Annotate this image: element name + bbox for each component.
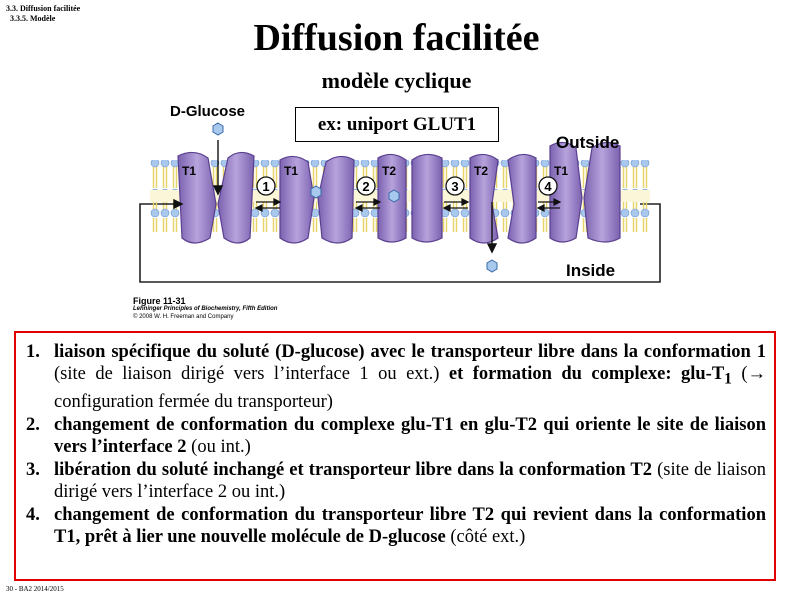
transport-diagram: 1 2 3 4 T1 T1 T2 T2 T1 D-Glucose Outside…: [139, 103, 661, 283]
transporter-2: [279, 155, 355, 244]
steps-frame: 1. liaison spécifique du soluté (D-glucos…: [14, 331, 776, 581]
glucose-outside-icon: [212, 122, 224, 136]
transporter-label-4: T2: [474, 164, 488, 178]
transporter-label-5: T1: [554, 164, 568, 178]
breadcrumb-section: 3.3. Diffusion facilitée: [6, 4, 81, 13]
step-text: (site de liaison dirigé vers l’interface…: [54, 459, 766, 502]
transporter-4: [469, 153, 537, 244]
figure-source: Lehninger Principles of Biochemistry, Fi…: [133, 306, 278, 312]
cycle-loop: [139, 203, 661, 283]
step-text: changement de conformation du complexe g…: [54, 414, 766, 457]
step-number: 3.: [26, 459, 40, 480]
step-text: changement de conformation du transporte…: [54, 504, 766, 547]
step-text: (site de liaison dirigé vers l’interface…: [54, 364, 449, 384]
step-item-1: 1. liaison spécifique du soluté (D-glucos…: [24, 341, 766, 413]
slide-footer: 30 - BA2 2014/2015: [6, 585, 64, 593]
step-text: liaison spécifique du soluté (D-glucose)…: [54, 342, 766, 362]
step-text: (ou int.): [186, 436, 251, 457]
step-3-marker: 3: [451, 179, 458, 194]
step-2-marker: 2: [362, 179, 369, 194]
page-title: Diffusion facilitée: [253, 17, 540, 59]
step-number: 1.: [26, 342, 40, 362]
transporter-label-1: T1: [182, 164, 196, 178]
step-text: 1: [724, 370, 732, 388]
steps-list: 1. liaison spécifique du soluté (D-glucos…: [16, 333, 774, 548]
glucose-label: D-Glucose: [170, 103, 245, 120]
step-text: (côté ext.): [445, 526, 526, 547]
inside-label: Inside: [566, 261, 615, 280]
transporter-label-3: T2: [382, 164, 396, 178]
glucose-bound-t2-icon: [388, 189, 400, 203]
breadcrumb-subsection: 3.3.5. Modèle: [10, 14, 56, 23]
transporter-3: [377, 153, 443, 243]
step-text: et formation du complexe: glu-T: [448, 364, 725, 384]
step-text: (→ configuration fermée du transporteur): [54, 364, 766, 412]
page-subtitle: modèle cyclique: [321, 68, 472, 93]
glucose-inside-icon: [486, 259, 498, 273]
step-item-4: 4. changement de conformation du transpor…: [24, 504, 766, 548]
glucose-bound-t1-icon: [310, 185, 322, 199]
step-4-marker: 4: [544, 179, 552, 194]
figure-copyright: © 2008 W. H. Freeman and Company: [133, 314, 234, 320]
transporter-label-2: T1: [284, 164, 298, 178]
step-number: 2.: [26, 414, 40, 435]
equilibrium-arrows: [254, 198, 562, 212]
transporter-5: [549, 141, 621, 243]
step-number: 4.: [26, 504, 40, 525]
transporter-1: [177, 151, 255, 244]
outside-label: Outside: [556, 133, 619, 152]
step-item-3: 3. libération du soluté inchangé et trans…: [24, 459, 766, 503]
step-text: libération du soluté inchangé et transpo…: [54, 459, 652, 480]
example-box: ex: uniport GLUT1: [295, 107, 499, 142]
figure-number: Figure 11-31: [133, 296, 186, 306]
step-item-2: 2. changement de conformation du complexe…: [24, 414, 766, 458]
step-1-marker: 1: [262, 179, 269, 194]
figure-caption: Figure 11-31 Lehninger Principles of Bio…: [133, 297, 277, 321]
